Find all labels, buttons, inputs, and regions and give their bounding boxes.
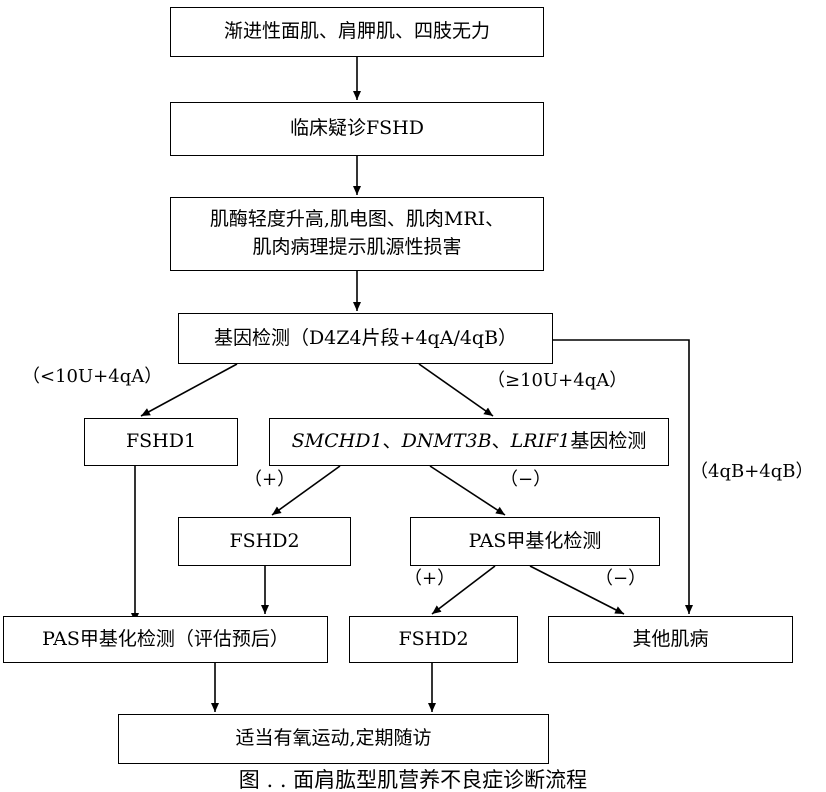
arrow-genetic-to-fshd1: [140, 363, 238, 417]
edge-label-plus-left: （+）: [244, 469, 296, 490]
arrow-genetic-to-gene-test: [418, 363, 494, 417]
node-fshd2-bottom: FSHD2: [349, 616, 518, 663]
node-fshd2-left: FSHD2: [178, 517, 351, 566]
edge-label-plus-right: （+）: [404, 568, 456, 589]
arrow-genetic-to-other: [553, 339, 693, 614]
gene-separator-2: 、: [491, 430, 511, 453]
node-pas-methylation-text: PAS甲基化检测: [468, 529, 602, 552]
node-genetic-test-text: 基因检测（D4Z4片段+4qA/4qB）: [213, 326, 518, 349]
node-other-myopathy-text: 其他肌病: [632, 627, 709, 650]
node-symptoms: 渐进性面肌、肩胛肌、四肢无力: [170, 7, 544, 57]
edge-label-4qb-4qb: （4qB+4qB）: [690, 461, 814, 482]
arrow-gene-test-to-fshd2-left: [271, 465, 341, 516]
node-fshd2-left-text: FSHD2: [229, 529, 300, 552]
node-gene-test-text: SMCHD1、DNMT3B、LRIF1基因检测: [292, 428, 647, 456]
node-clinical-suspicion: 临床疑诊FSHD: [170, 102, 544, 156]
node-fshd1-text: FSHD1: [125, 430, 197, 453]
edge-label-minus-left: （−）: [500, 469, 552, 490]
gene-lrif1: LRIF1: [510, 430, 571, 453]
gene-dnmt3b: DNMT3B: [401, 430, 492, 453]
node-pas-prognosis-text: PAS甲基化检测（评估预后）: [42, 627, 289, 650]
node-fshd2-bottom-text: FSHD2: [398, 627, 469, 650]
gene-separator-1: 、: [382, 430, 402, 453]
node-lab-tests: 肌酶轻度升高,肌电图、肌肉MRI、 肌肉病理提示肌源性损害: [170, 197, 544, 271]
gene-smchd1: SMCHD1: [291, 430, 383, 453]
node-follow-up: 适当有氧运动,定期随访: [118, 714, 549, 764]
node-fshd1: FSHD1: [84, 418, 238, 466]
edge-label-lt10u: （<10U+4qA）: [22, 366, 163, 387]
node-clinical-suspicion-text: 临床疑诊FSHD: [289, 117, 424, 140]
node-gene-test: SMCHD1、DNMT3B、LRIF1基因检测: [269, 418, 669, 466]
node-other-myopathy: 其他肌病: [548, 616, 793, 663]
node-follow-up-text: 适当有氧运动,定期随访: [235, 727, 432, 750]
figure-caption: 图 . . 面肩肱型肌营养不良症诊断流程: [238, 768, 588, 792]
edge-label-ge10u: （≥10U+4qA）: [487, 370, 628, 391]
node-genetic-test: 基因检测（D4Z4片段+4qA/4qB）: [178, 313, 553, 364]
node-pas-methylation: PAS甲基化检测: [410, 517, 660, 566]
node-pas-prognosis: PAS甲基化检测（评估预后）: [3, 616, 328, 663]
arrow-gene-test-to-pas-middle: [429, 465, 506, 516]
node-symptoms-text: 渐进性面肌、肩胛肌、四肢无力: [223, 20, 490, 43]
node-lab-tests-line1: 肌酶轻度升高,肌电图、肌肉MRI、: [209, 208, 505, 231]
arrow-pas-middle-to-other: [529, 565, 625, 615]
gene-suffix: 基因检测: [570, 430, 647, 453]
arrow-pas-middle-to-fshd2-bottom: [431, 565, 496, 615]
edge-label-minus-right: （−）: [595, 568, 647, 589]
node-lab-tests-line2: 肌肉病理提示肌源性损害: [252, 236, 462, 258]
